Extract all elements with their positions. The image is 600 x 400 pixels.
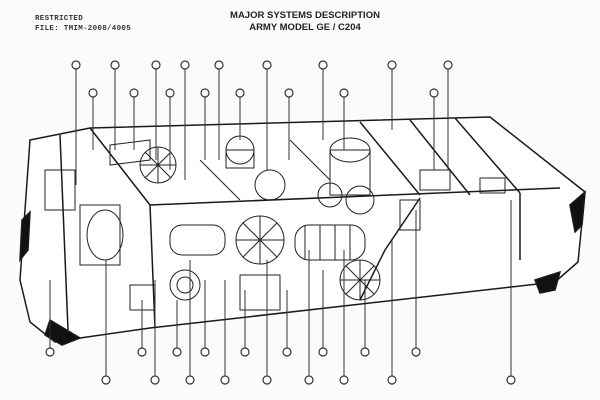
callout-marker xyxy=(88,88,98,98)
callout-marker xyxy=(137,347,147,357)
callout-marker xyxy=(214,60,224,70)
callout-marker xyxy=(180,60,190,70)
callout-marker xyxy=(220,375,230,385)
callout-marker xyxy=(235,88,245,98)
callout-marker xyxy=(387,60,397,70)
callout-marker xyxy=(110,60,120,70)
callout-marker xyxy=(185,375,195,385)
callout-marker xyxy=(150,375,160,385)
callout-marker xyxy=(200,347,210,357)
callout-marker xyxy=(200,88,210,98)
callout-marker xyxy=(284,88,294,98)
locomotive-body xyxy=(19,116,586,346)
callout-marker xyxy=(429,88,439,98)
callout-marker xyxy=(151,60,161,70)
callout-marker xyxy=(506,375,516,385)
diagram-title: MAJOR SYSTEMS DESCRIPTION xyxy=(230,10,380,21)
file-number: FILE: TMIM-2008/4005 xyxy=(35,25,132,33)
callout-marker xyxy=(165,88,175,98)
callout-marker xyxy=(101,375,111,385)
classification-label: RESTRICTED xyxy=(35,15,84,23)
callout-marker xyxy=(318,347,328,357)
callout-marker xyxy=(339,88,349,98)
internal-components xyxy=(44,135,506,311)
callout-marker xyxy=(240,347,250,357)
callout-marker xyxy=(339,375,349,385)
callout-marker xyxy=(262,375,272,385)
callout-marker xyxy=(411,347,421,357)
callout-marker xyxy=(129,88,139,98)
callout-marker xyxy=(360,347,370,357)
callout-marker xyxy=(172,347,182,357)
callout-marker xyxy=(318,60,328,70)
callout-marker xyxy=(304,375,314,385)
callout-marker xyxy=(262,60,272,70)
callout-marker xyxy=(282,347,292,357)
callout-group xyxy=(45,60,516,385)
callout-marker xyxy=(443,60,453,70)
callout-marker xyxy=(71,60,81,70)
callout-marker xyxy=(45,347,55,357)
diagram-subtitle: ARMY MODEL GE / C204 xyxy=(249,22,361,33)
callout-marker xyxy=(387,375,397,385)
